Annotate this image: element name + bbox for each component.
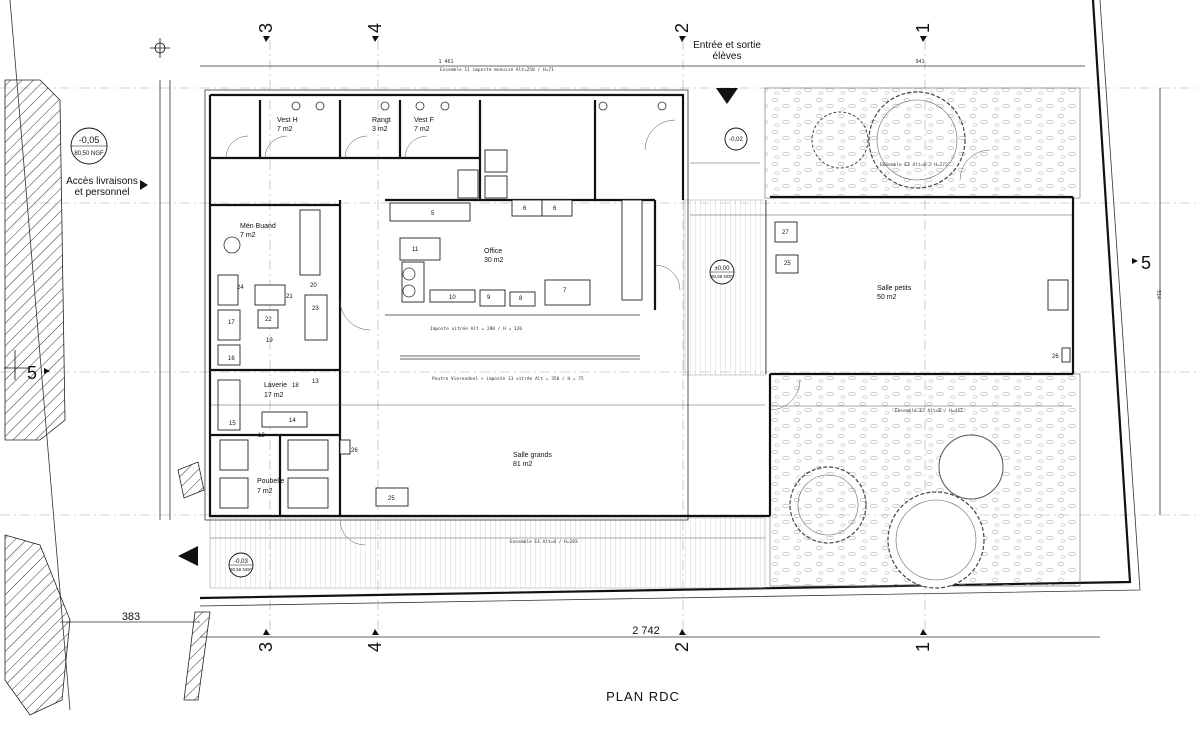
svg-text:6: 6: [523, 206, 527, 212]
room-name: Vest H: [277, 117, 298, 124]
trees: [789, 91, 1004, 589]
room-area: 17 m2: [264, 392, 284, 399]
svg-text:24: 24: [237, 285, 244, 291]
svg-text:Ensemble 11 imposte menuisé A: Ensemble 11 imposte menuisé Alt=250 / H=…: [440, 66, 554, 73]
svg-text:19: 19: [266, 338, 273, 344]
door-swings: [225, 119, 991, 546]
svg-text:11: 11: [412, 247, 419, 253]
room-area: 7 m2: [277, 126, 293, 133]
room-name: Office: [484, 248, 502, 255]
equipment-blocks: [217, 199, 1071, 509]
delivery-label-line2: et personnel: [74, 187, 129, 198]
svg-text:23: 23: [312, 306, 319, 312]
room-name: Poubelle: [257, 478, 284, 485]
grid-marker-arrows: [44, 36, 1138, 635]
room-area: 30 m2: [484, 257, 504, 264]
svg-text:8: 8: [519, 296, 523, 302]
svg-text:16: 16: [228, 356, 235, 362]
room-name: Salle petits: [877, 285, 912, 292]
room-area: 3 m2: [372, 126, 388, 133]
room-area: 50 m2: [877, 294, 897, 301]
grid-mark-bottom-3: 3: [256, 642, 276, 652]
room-area: 7 m2: [240, 232, 256, 239]
svg-text:6: 6: [553, 206, 557, 212]
entrance-label-line2: élèves: [713, 51, 742, 62]
room-area: 7 m2: [414, 126, 430, 133]
room-name: Vest F: [414, 117, 434, 124]
grid-mark-side-right: 5: [1141, 253, 1151, 273]
room-name: Mén Buand: [240, 223, 276, 230]
dimension-side-right: 514: [1155, 290, 1161, 299]
svg-text:10: 10: [449, 295, 456, 301]
dimension-top-right: 941: [915, 59, 924, 65]
grid-mark-side-left: 5: [27, 363, 37, 383]
svg-text:12: 12: [258, 433, 265, 439]
fine-annotations: Ensemble 11 imposte menuisé Alt=250 / H=…: [430, 66, 963, 545]
pedestrian-arrow-icon: [178, 546, 198, 566]
svg-text:5: 5: [431, 211, 435, 217]
svg-text:25: 25: [388, 496, 395, 502]
dimension-lines: [60, 65, 1161, 638]
level-value-3: ±0,00: [715, 266, 731, 272]
crosshair-icon: [150, 38, 170, 58]
dimension-top-total: 1 461: [438, 59, 453, 65]
grid-mark-top-2: 2: [672, 23, 692, 33]
equipment-numbers: 5 6 6 11 10 9 8 7 27 25 24 21 20 22 23 1…: [228, 206, 1059, 502]
svg-text:27: 27: [782, 230, 789, 236]
level-value-4: -0,03: [234, 559, 248, 565]
svg-text:Imposte vitrée Alt = 280 / H: Imposte vitrée Alt = 280 / H = 126: [430, 325, 522, 332]
svg-text:14: 14: [289, 418, 296, 424]
svg-text:18: 18: [292, 383, 299, 389]
building-walls: [204, 89, 1075, 521]
svg-text:25: 25: [784, 261, 791, 267]
level-ngf-3: 80,55 NGF: [711, 274, 733, 279]
section-cross-icon: [4, 350, 30, 380]
room-name: Laverie: [264, 382, 287, 389]
room-name: Rangt: [372, 117, 391, 124]
delivery-arrow-icon: [140, 180, 148, 190]
level-value-1: -0,05: [79, 135, 100, 145]
svg-text:22: 22: [265, 317, 272, 323]
svg-text:Poutre Vierendeel + imposte 13: Poutre Vierendeel + imposte 13 vitrée Al…: [432, 375, 584, 382]
wc-cubicles: [291, 101, 667, 199]
svg-text:Ensemble E1 Alt=0 / H=272: Ensemble E1 Alt=0 / H=272: [880, 162, 948, 168]
svg-text:13: 13: [312, 379, 319, 385]
svg-text:Ensemble E4 Alt=0 / H=283: Ensemble E4 Alt=0 / H=283: [510, 539, 578, 545]
level-ngf-4: 80,50 NGF: [230, 567, 252, 572]
level-value-2: -0,02: [729, 137, 743, 143]
svg-text:26: 26: [1052, 354, 1059, 360]
svg-text:9: 9: [487, 295, 491, 301]
dimension-left: 383: [122, 611, 140, 623]
grid-mark-top-4: 4: [365, 23, 385, 33]
svg-text:26: 26: [351, 448, 358, 454]
svg-text:Ensemble E2 Alt=0 / H=422: Ensemble E2 Alt=0 / H=422: [895, 408, 963, 414]
grid-mark-bottom-2: 2: [672, 642, 692, 652]
neighbour-building-hatch: [4, 79, 211, 716]
grid-mark-top-1: 1: [913, 23, 933, 33]
svg-text:20: 20: [310, 283, 317, 289]
level-markers: [70, 127, 748, 578]
entrance-label-line1: Entrée et sortie: [693, 40, 761, 51]
entrance-arrow-icon: [716, 88, 738, 104]
page-title: PLAN RDC: [606, 689, 680, 704]
delivery-label-line1: Accès livraisons: [66, 176, 138, 187]
grid-mark-bottom-4: 4: [365, 642, 385, 652]
svg-text:7: 7: [563, 288, 567, 294]
room-area: 7 m2: [257, 488, 273, 495]
svg-text:21: 21: [286, 294, 293, 300]
room-name: Salle grands: [513, 452, 552, 459]
svg-text:17: 17: [228, 320, 235, 326]
svg-text:15: 15: [229, 421, 236, 427]
grid-mark-top-3: 3: [256, 23, 276, 33]
grid-mark-bottom-1: 1: [913, 642, 933, 652]
room-area: 81 m2: [513, 461, 533, 468]
dimension-overall: 2 742: [632, 625, 660, 637]
level-ngf-1: 80,50 NGF: [74, 151, 104, 157]
